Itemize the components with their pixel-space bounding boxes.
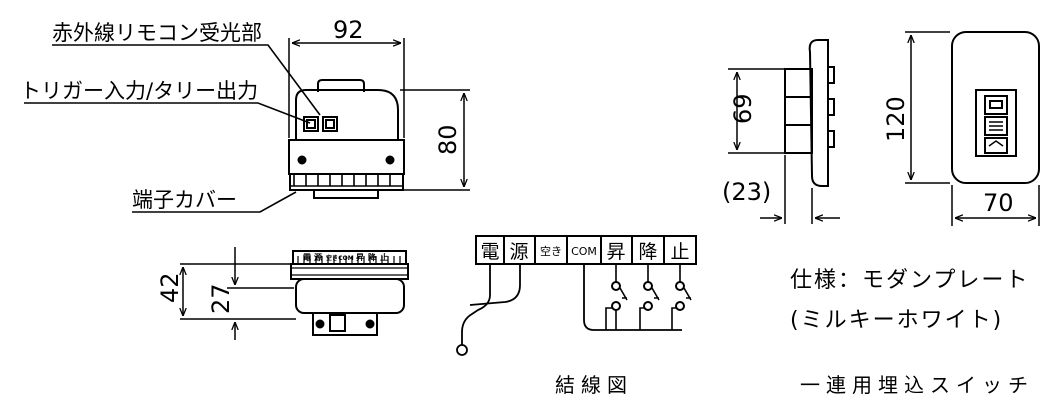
- terminal-label-2: 空き: [540, 244, 562, 258]
- caption-wiring: 結線図: [555, 373, 633, 397]
- mini-terminal-3: COM: [338, 255, 354, 262]
- mini-terminal-6: 止: [380, 252, 388, 262]
- leader-trigger-tally: [24, 102, 311, 124]
- spec-line-1: 仕様：モダンプレート: [790, 268, 1030, 293]
- switch-button-middle: [984, 116, 1008, 136]
- ir-receiver-port: [303, 116, 319, 132]
- dimension-23: (23): [722, 178, 771, 206]
- terminal-block: [289, 173, 404, 191]
- receiver-side-view: [290, 250, 409, 336]
- plate-side-view: [784, 39, 835, 187]
- dimension-92: 92: [333, 16, 364, 44]
- mini-terminal-2: 空き: [326, 254, 338, 262]
- dimension-120: 120: [882, 96, 910, 142]
- mini-terminal-strip: 電 源 空き COM 昇 降 止: [303, 252, 388, 262]
- switch-button-top: [984, 95, 1008, 115]
- mini-terminal-1: 源: [314, 252, 322, 262]
- label-trigger-tally: トリガー入力/タリー出力: [20, 79, 258, 103]
- dimension-27: 27: [207, 283, 235, 314]
- switch-button-bottom: [984, 137, 1008, 154]
- dimension-69: 69: [729, 93, 757, 124]
- plate-front-view: [951, 31, 1040, 184]
- terminal-label-3: COM: [571, 245, 597, 258]
- dimension-70: 70: [983, 189, 1014, 217]
- mini-terminal-5: 降: [368, 252, 377, 262]
- leader-terminal-cover: [132, 191, 297, 213]
- terminal-labels: 電 源 空き COM 昇 降 止: [480, 241, 689, 263]
- spec-line-2: (ミルキーホワイト): [790, 308, 1004, 333]
- leader-ir-receiver: [52, 44, 321, 116]
- diagram-canvas: 電 源 空き COM 昇 降 止 電 源 空き COM 昇 降 止 92 80 …: [20, 16, 1040, 356]
- trigger-jack-port: [322, 116, 338, 132]
- label-ir-receiver: 赤外線リモコン受光部: [52, 21, 262, 45]
- terminal-label-1: 源: [509, 241, 528, 263]
- terminal-label-5: 降: [638, 241, 657, 263]
- terminal-label-6: 止: [670, 241, 689, 263]
- mini-terminal-4: 昇: [356, 252, 364, 262]
- caption-switch: 一連用埋込スイッチ: [800, 373, 1034, 397]
- mini-terminal-0: 電: [303, 252, 311, 262]
- label-terminal-cover: 端子カバー: [132, 188, 237, 212]
- dimension-42: 42: [156, 272, 184, 303]
- terminal-label-0: 電: [480, 241, 499, 263]
- dimension-80: 80: [434, 124, 462, 155]
- receiver-front-view: [288, 79, 405, 199]
- terminal-label-4: 昇: [606, 241, 625, 263]
- wiring-diagram: [456, 235, 697, 356]
